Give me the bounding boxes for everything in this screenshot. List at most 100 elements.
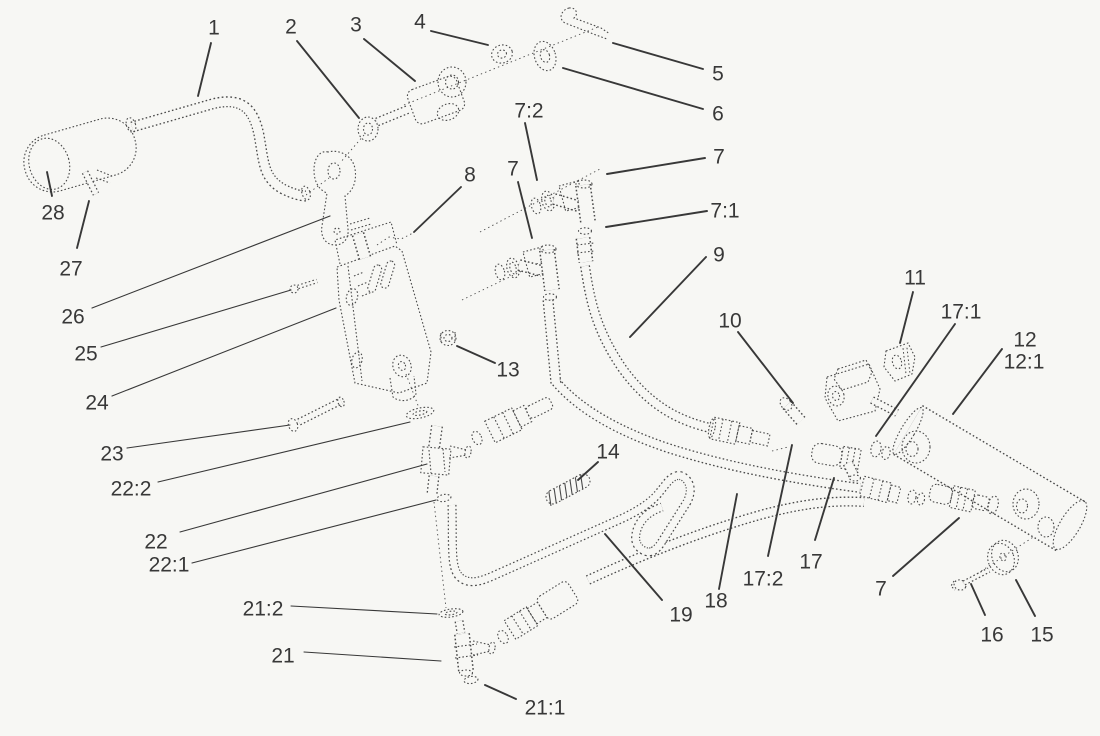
tee-22-drawing — [420, 425, 472, 495]
callout-23: 23 — [100, 443, 123, 466]
cotter-pin-5-drawing — [560, 7, 611, 40]
bottom-elbow-group — [438, 581, 579, 685]
callout-17: 17 — [799, 551, 822, 574]
pin-10-drawing — [779, 397, 806, 425]
nut-13-drawing — [439, 329, 457, 347]
leader-line-27 — [76, 200, 90, 249]
leader-line-19 — [604, 533, 663, 601]
leader-line-23 — [126, 424, 291, 449]
leader-line-5 — [612, 42, 704, 70]
leader-line-17 — [814, 477, 835, 541]
fitting-7-bottom-right-drawing — [928, 483, 990, 513]
leader-line-10 — [737, 331, 794, 404]
callout-9: 9 — [713, 244, 725, 267]
leader-line-11 — [899, 291, 914, 344]
callout-7-2: 7:2 — [514, 100, 543, 123]
callout-17-1: 17:1 — [941, 301, 982, 324]
leader-line-21-1 — [484, 684, 517, 700]
hydraulic-hoses — [447, 265, 865, 587]
o-ring-7-1-upper — [577, 227, 593, 235]
bellcrank-26-drawing — [313, 150, 357, 246]
control-handle-group — [23, 7, 611, 246]
leader-line-18 — [718, 493, 738, 590]
callout-12: 12 — [1013, 329, 1036, 352]
leader-line-7 — [606, 157, 706, 175]
bolt-23-drawing — [287, 396, 345, 432]
washer-15-drawing — [987, 539, 1019, 576]
stud-14-drawing — [545, 473, 591, 507]
callout-25: 25 — [74, 343, 97, 366]
leader-line-22 — [179, 463, 428, 533]
elbow-21-drawing — [453, 620, 496, 677]
o-ring-21-1-drawing — [463, 675, 479, 685]
callout-18: 18 — [704, 590, 727, 613]
leader-line-3 — [363, 38, 416, 82]
leader-line-21-2 — [290, 605, 438, 615]
callout-19: 19 — [669, 604, 692, 627]
leader-line-6 — [562, 67, 704, 110]
bolt-16-drawing — [950, 567, 991, 591]
leader-line-17-2 — [767, 444, 793, 557]
hose-21-run-drawing — [585, 496, 865, 585]
cylinder-12-drawing — [892, 405, 1088, 552]
leader-line-28 — [46, 171, 53, 197]
lift-cylinder-group — [779, 342, 1088, 591]
callout-16: 16 — [980, 624, 1003, 647]
leader-line-15 — [1015, 579, 1036, 617]
hose-9-drawing — [580, 265, 712, 433]
ball-joint-3-drawing — [406, 66, 467, 125]
hose-18-drawing — [552, 378, 861, 493]
hose-end-fitting-18-drawing — [484, 397, 554, 444]
leader-line-14 — [577, 461, 599, 481]
leader-line-25 — [100, 289, 292, 348]
leader-line-1 — [197, 42, 212, 97]
callout-2: 2 — [285, 16, 297, 39]
callout-24: 24 — [85, 392, 109, 415]
callout-22-1: 22:1 — [149, 554, 190, 577]
clip-11-drawing — [883, 342, 916, 382]
callout-17-2: 17:2 — [743, 568, 784, 591]
callout-6: 6 — [712, 103, 724, 126]
leader-line-13 — [456, 345, 496, 364]
callout-7-1: 7:1 — [710, 200, 739, 223]
rod-1-drawing — [125, 96, 311, 202]
leader-line-9 — [629, 256, 707, 338]
callout-22: 22 — [144, 531, 167, 554]
callout-12-1: 12:1 — [1004, 351, 1045, 374]
callout-5: 5 — [712, 63, 724, 86]
leader-line-7-2 — [524, 122, 538, 181]
callout-11: 11 — [904, 267, 926, 290]
callout-22-2: 22:2 — [111, 478, 152, 501]
o-ring-f4-drawing — [497, 629, 509, 645]
leader-line-24 — [111, 307, 337, 397]
callout-7: 7 — [507, 158, 519, 181]
callout-10: 10 — [718, 310, 741, 333]
leader-line-8 — [413, 186, 462, 233]
leader-line-4 — [430, 30, 489, 46]
callout-26: 26 — [61, 306, 84, 329]
leader-line-2 — [296, 40, 360, 119]
washer-21-2-drawing — [438, 608, 464, 618]
leader-line-16 — [970, 583, 986, 616]
elbow-fittings-group — [494, 179, 596, 301]
fitting-17-elbow-leg-drawing — [843, 460, 862, 482]
leader-line-12 — [952, 348, 1003, 415]
valve-24-drawing — [334, 217, 432, 402]
callout-14: 14 — [596, 441, 620, 464]
ferrule-17-1-drawing — [870, 440, 891, 460]
rod-end-fitting-cluster-drawing — [858, 475, 999, 515]
control-valve-group — [287, 217, 457, 432]
hose-9-end-fitting-drawing — [707, 416, 771, 447]
o-ring-f2-drawing — [471, 430, 483, 446]
tube-19-drawing — [447, 471, 695, 587]
callout-1: 1 — [208, 17, 220, 40]
o-ring-22-1-drawing — [436, 493, 452, 503]
pin-27-drawing — [81, 169, 113, 196]
callout-27: 27 — [59, 258, 82, 281]
callout-21: 21 — [271, 645, 294, 668]
elbow-7-lower-drawing — [494, 244, 560, 301]
leader-line-7-1 — [605, 210, 708, 228]
elbow-7-upper-drawing — [530, 179, 596, 263]
leader-line-7 — [892, 517, 960, 577]
